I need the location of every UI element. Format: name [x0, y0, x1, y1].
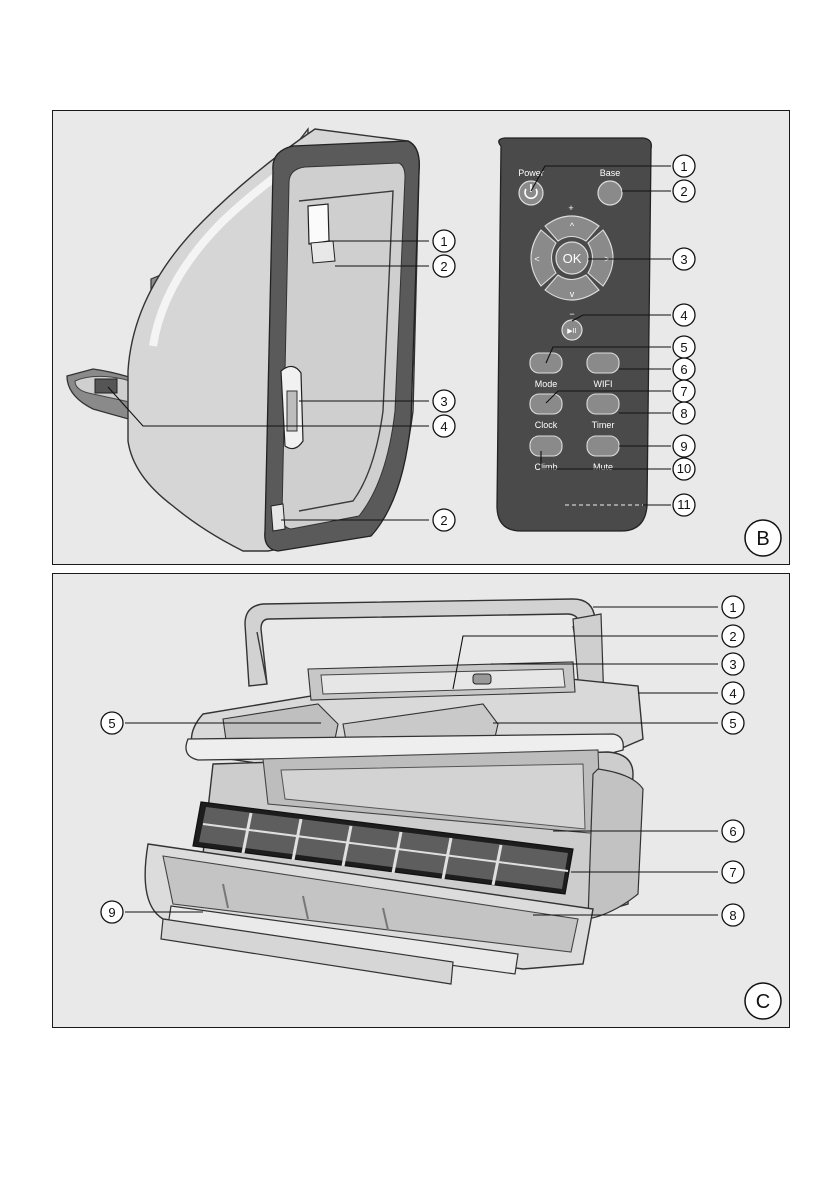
remote-callout-4-text: 4: [680, 308, 687, 323]
c-callout-3-text: 3: [729, 657, 736, 672]
c-callout-5-right-text: 5: [729, 716, 736, 731]
remote-callout-2-text: 2: [680, 184, 687, 199]
timer-button[interactable]: [587, 394, 619, 414]
remote-callout-7-text: 7: [680, 384, 687, 399]
mode-label: Mode: [535, 379, 558, 389]
robot-side-view: [67, 129, 419, 551]
remote-callout-11-text: 11: [677, 497, 691, 512]
c-callout-9-text: 9: [108, 905, 115, 920]
robot-callout-2-text: 2: [440, 259, 447, 274]
remote-control: Power Base + ^ v < > OK −: [497, 138, 651, 531]
mute-button[interactable]: [587, 436, 619, 456]
panel-c-drawing: 1 2 3 4 5 5 6 7 8: [53, 574, 790, 1028]
plus-label: +: [568, 203, 573, 213]
base-button[interactable]: [598, 181, 622, 205]
timer-label: Timer: [592, 420, 615, 430]
left-label: <: [534, 254, 539, 264]
climb-button[interactable]: [530, 436, 562, 456]
play-pause-icon: ▶II: [567, 327, 577, 335]
socket-icon: [95, 379, 117, 393]
wifi-button[interactable]: [587, 353, 619, 373]
figure-panel-c: 1 2 3 4 5 5 6 7 8: [52, 573, 790, 1028]
clock-label: Clock: [535, 420, 558, 430]
c-callout-2-text: 2: [729, 629, 736, 644]
clock-button[interactable]: [530, 394, 562, 414]
ok-label: OK: [563, 251, 582, 266]
base-label: Base: [600, 168, 621, 178]
robot-callout-1-text: 1: [440, 234, 447, 249]
robot-callout-4-text: 4: [440, 419, 447, 434]
c-callout-6-text: 6: [729, 824, 736, 839]
remote-callout-8-text: 8: [680, 406, 687, 421]
c-callout-5-left-text: 5: [108, 716, 115, 731]
c-callout-4-text: 4: [729, 686, 736, 701]
remote-callout-3-text: 3: [680, 252, 687, 267]
mute-label: Mute: [593, 462, 613, 472]
down-label: v: [570, 289, 575, 299]
remote-callout-10-text: 10: [677, 461, 691, 476]
panel-b-label: B: [756, 528, 769, 550]
robot-callout-3-text: 3: [440, 394, 447, 409]
release-button-icon: [473, 674, 491, 684]
c-callout-7-text: 7: [729, 865, 736, 880]
remote-callout-6-text: 6: [680, 362, 687, 377]
panel-c-label: C: [756, 991, 770, 1013]
panel-b-drawing: 1 2 3 4 2 Power Base +: [53, 111, 790, 565]
figure-panel-b: 1 2 3 4 2 Power Base +: [52, 110, 790, 565]
remote-callout-9-text: 9: [680, 439, 687, 454]
minus-label: −: [569, 309, 574, 319]
c-callout-1-text: 1: [729, 600, 736, 615]
wifi-label: WIFI: [594, 379, 613, 389]
c-callout-8-text: 8: [729, 908, 736, 923]
robot-open-view: [145, 599, 643, 984]
climb-label: Climb: [534, 462, 557, 472]
remote-callout-5-text: 5: [680, 340, 687, 355]
remote-callout-1-text: 1: [680, 159, 687, 174]
robot-callout-2b-text: 2: [440, 513, 447, 528]
power-label: Power: [518, 168, 544, 178]
